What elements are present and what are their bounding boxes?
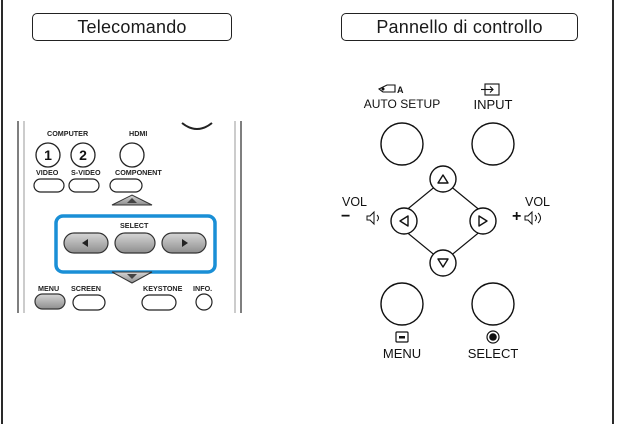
panel-down-button[interactable]	[429, 249, 457, 277]
remote-right-button[interactable]	[161, 232, 207, 254]
control-panel-diagram: A	[325, 80, 605, 370]
remote-label-computer: COMPUTER	[47, 129, 89, 138]
remote-label-svideo: S-VIDEO	[71, 168, 101, 177]
auto-setup-label: AUTO SETUP	[363, 97, 441, 111]
input-label: INPUT	[473, 97, 513, 112]
menu-button[interactable]	[380, 282, 424, 326]
remote-button-hdmi[interactable]	[119, 142, 145, 168]
panel-up-button[interactable]	[429, 165, 457, 193]
volume-up-icon	[524, 210, 541, 226]
vol-plus-label: VOL	[525, 195, 551, 209]
remote-control-image: COMPUTER HDMI 1 2 VIDEO S-VIDEO COMPONEN…	[14, 121, 246, 313]
frame-left-rule	[1, 0, 3, 424]
auto-setup-button[interactable]	[380, 122, 424, 166]
remote-button-menu[interactable]	[34, 293, 66, 310]
remote-label-video: VIDEO	[36, 168, 59, 177]
menu-icon	[395, 331, 409, 343]
svg-text:1: 1	[44, 147, 52, 163]
vol-minus-sign: −	[341, 208, 351, 225]
remote-button-info[interactable]	[195, 293, 213, 311]
remote-button-keystone[interactable]	[141, 294, 177, 311]
auto-setup-icon: A	[377, 84, 404, 95]
remote-label-menu: MENU	[38, 284, 59, 293]
remote-left-button[interactable]	[63, 232, 109, 254]
remote-select-button[interactable]	[114, 232, 156, 254]
remote-label-component: COMPONENT	[115, 168, 162, 177]
remote-button-video[interactable]	[33, 178, 65, 193]
input-icon	[481, 83, 500, 96]
select-button[interactable]	[471, 282, 515, 326]
vol-minus-label: VOL	[342, 195, 368, 209]
remote-button-screen[interactable]	[72, 294, 106, 311]
remote-down-button[interactable]	[111, 271, 153, 284]
input-button[interactable]	[471, 122, 515, 166]
vol-plus-sign: +	[512, 208, 522, 225]
remote-label-info: INFO.	[193, 284, 212, 293]
menu-label: MENU	[382, 346, 422, 361]
remote-button-1[interactable]: 1	[35, 142, 61, 168]
svg-text:A: A	[397, 85, 404, 95]
panel-left-button[interactable]	[390, 207, 418, 235]
select-label: SELECT	[467, 346, 519, 361]
frame-right-rule	[612, 0, 614, 424]
remote-label-select: SELECT	[120, 221, 149, 230]
remote-label-screen: SCREEN	[71, 284, 101, 293]
remote-up-button[interactable]	[111, 194, 153, 206]
select-icon	[486, 330, 500, 344]
tab-control-panel[interactable]: Pannello di controllo	[341, 13, 578, 41]
remote-label-hdmi: HDMI	[129, 129, 147, 138]
panel-right-button[interactable]	[469, 207, 497, 235]
tab-remote[interactable]: Telecomando	[32, 13, 232, 41]
remote-button-2[interactable]: 2	[70, 142, 96, 168]
remote-label-keystone: KEYSTONE	[143, 284, 183, 293]
volume-down-icon	[366, 210, 379, 226]
remote-button-svideo[interactable]	[68, 178, 100, 193]
svg-text:2: 2	[79, 147, 87, 163]
remote-button-component[interactable]	[109, 178, 143, 193]
